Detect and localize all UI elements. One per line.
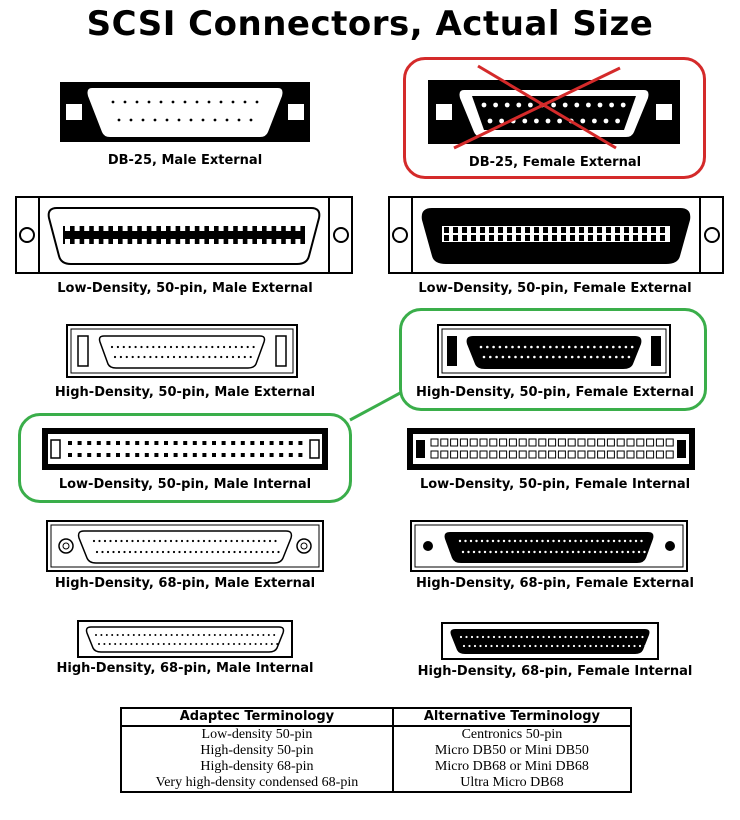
table-row: High-density 68-pin Micro DB68 or Mini D… bbox=[120, 759, 633, 775]
connector-label: High-Density, 50-pin, Female External bbox=[416, 385, 694, 400]
table-row: Very high-density condensed 68-pin Ultra… bbox=[120, 775, 633, 793]
connector-label: Low-Density, 50-pin, Male External bbox=[57, 281, 313, 296]
hd68-female-internal-connector bbox=[441, 622, 659, 660]
table-row: Low-density 50-pin Centronics 50-pin bbox=[120, 726, 633, 743]
hd68-male-internal-connector bbox=[77, 620, 293, 658]
table-cell: High-density 68-pin bbox=[120, 759, 394, 775]
hd50-female-connector bbox=[437, 324, 671, 378]
table-cell: Micro DB50 or Mini DB50 bbox=[391, 743, 633, 759]
ld50-male-internal-connector bbox=[42, 428, 328, 470]
hd68-female-connector bbox=[410, 520, 688, 572]
connector-label: High-Density, 68-pin, Female External bbox=[416, 576, 694, 591]
hd50-male-connector bbox=[66, 324, 298, 378]
connector-label: DB-25, Female External bbox=[468, 155, 642, 170]
table-cell: Micro DB68 or Mini DB68 bbox=[391, 759, 633, 775]
ld50-female-internal-connector bbox=[407, 428, 695, 470]
connector-label: High-Density, 68-pin, Male External bbox=[54, 576, 316, 591]
table-cell: Ultra Micro DB68 bbox=[391, 775, 633, 793]
connector-label: Low-Density, 50-pin, Female Internal bbox=[419, 477, 691, 492]
table-cell: Very high-density condensed 68-pin bbox=[120, 775, 394, 793]
table-cell: High-density 50-pin bbox=[120, 743, 394, 759]
connector-label: Low-Density, 50-pin, Female External bbox=[418, 281, 692, 296]
hd68-male-connector bbox=[46, 520, 324, 572]
db25-male-connector bbox=[60, 82, 310, 142]
table-cell: Low-density 50-pin bbox=[120, 726, 394, 743]
green-highlight-frame-hd50-female bbox=[399, 308, 707, 411]
terminology-table: Adaptec Terminology Alternative Terminol… bbox=[120, 707, 633, 793]
table-header-row: Adaptec Terminology Alternative Terminol… bbox=[120, 707, 633, 727]
red-highlight-frame bbox=[403, 57, 706, 179]
connector-label: High-Density, 68-pin, Male Internal bbox=[56, 661, 314, 676]
connector-label: High-Density, 68-pin, Female Internal bbox=[417, 664, 693, 679]
connector-label: DB-25, Male External bbox=[107, 153, 263, 168]
table-cell: Centronics 50-pin bbox=[391, 726, 633, 743]
table-row: High-density 50-pin Micro DB50 or Mini D… bbox=[120, 743, 633, 759]
connector-label: Low-Density, 50-pin, Male Internal bbox=[58, 477, 312, 492]
green-highlight-frame-ld50-male-internal bbox=[18, 413, 352, 503]
connector-label: High-Density, 50-pin, Male External bbox=[54, 385, 316, 400]
page-title: SCSI Connectors, Actual Size bbox=[86, 4, 654, 44]
table-header: Alternative Terminology bbox=[391, 707, 633, 727]
centronics50-male-connector bbox=[15, 196, 353, 274]
cross-out-icon bbox=[453, 64, 621, 150]
centronics50-female-connector bbox=[388, 196, 724, 274]
table-header: Adaptec Terminology bbox=[120, 707, 394, 727]
